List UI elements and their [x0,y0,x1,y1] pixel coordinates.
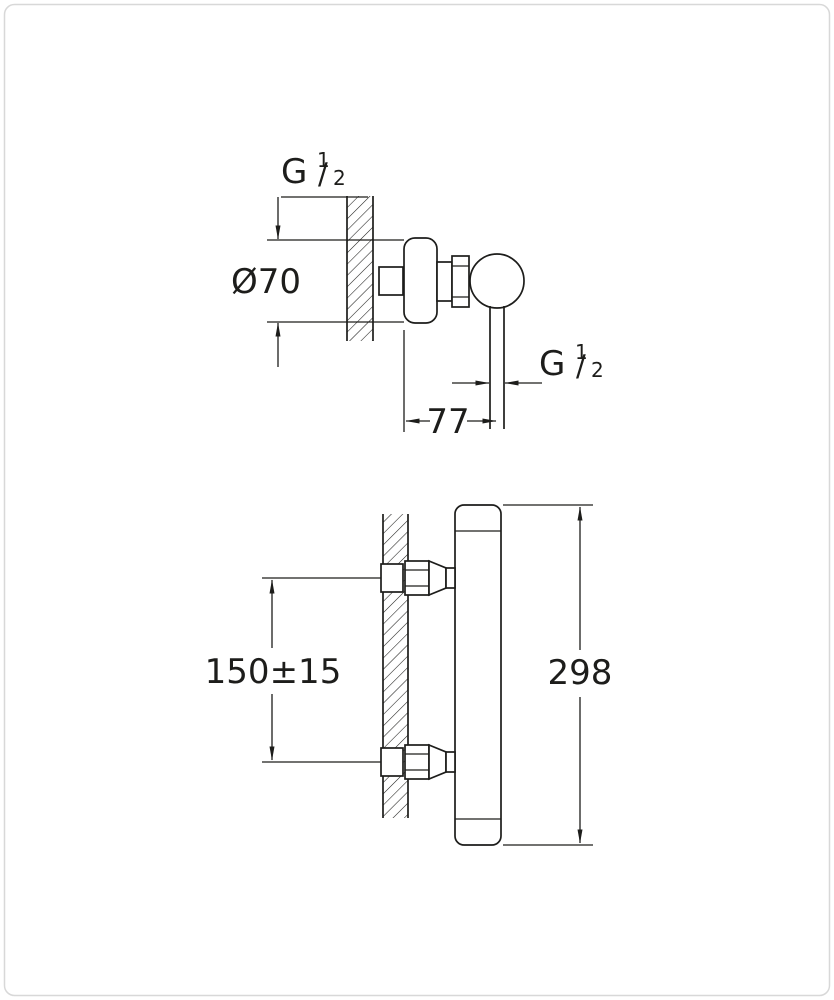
stem-lower [445,751,456,773]
overall-height-label: 298 [548,653,613,693]
cone-lower [428,743,447,781]
wall-distance-label: 77 [426,402,469,442]
outlet-thread-numerator: 1 [575,340,588,364]
wall-hatch [347,196,373,341]
connection-spacing-dimension: 150±15 [205,579,342,761]
card-border [3,3,831,997]
union-neck [436,261,453,302]
inlet-connection-upper [380,559,456,597]
side-view: G 1 / 2 Ø70 G 1 / 2 77 [231,148,604,442]
wall-fitting-upper [380,563,404,593]
inlet-thread-denominator: 2 [333,166,346,190]
union-nut-lower [404,744,430,780]
escutcheon [403,237,438,324]
outlet-thread-label: G 1 / 2 [452,340,604,386]
inlet-thread-numerator: 1 [317,148,330,172]
wall-section [346,196,374,341]
front-view: 150±15 298 [205,504,613,846]
union-nut-upper [404,560,430,596]
escutcheon-diameter-label: Ø70 [231,262,301,302]
inlet-connection-lower [380,743,456,781]
cone-upper [428,559,447,597]
outlet-thread-denominator: 2 [591,358,604,382]
valve-body-circle [469,253,525,309]
thermostat-body [454,504,502,846]
wall-union-fitting [378,266,404,296]
inlet-thread-label: G 1 / 2 [281,148,368,198]
inlet-thread-slash: / [318,157,328,191]
faucet-side-profile [378,237,525,429]
outlet-thread-base: G [539,344,565,384]
outlet-thread-slash: / [576,349,586,383]
wall-distance-dimension: 77 [403,330,497,442]
inlet-thread-base: G [281,152,307,192]
union-nut [451,255,470,308]
overall-height-dimension: 298 [548,506,613,844]
wall-fitting-lower [380,747,404,777]
stem-upper [445,567,456,589]
connection-spacing-label: 150±15 [205,652,342,692]
escutcheon-diameter-dimension: Ø70 [231,197,301,367]
body-outline [454,504,502,846]
